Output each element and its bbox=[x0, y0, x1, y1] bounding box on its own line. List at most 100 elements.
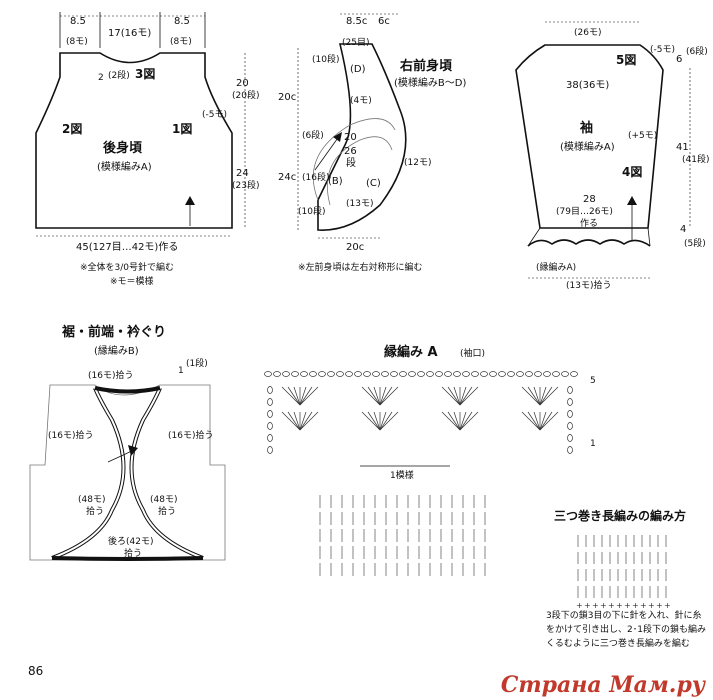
arrow-head bbox=[185, 196, 195, 205]
front-rows10a: (10段) bbox=[312, 53, 339, 65]
sc-stitch: + bbox=[608, 601, 615, 610]
chain-stitch bbox=[372, 371, 380, 377]
fan-stitch bbox=[459, 411, 479, 431]
back-neck-rows: (2段) bbox=[108, 69, 130, 81]
edging-repeat: 1模様 bbox=[390, 469, 414, 481]
front-pattern-band bbox=[326, 136, 393, 206]
chain-stitch bbox=[480, 371, 488, 377]
sleeve-r41: 41 bbox=[676, 142, 689, 153]
back-width: 45(127目…42モ)作る bbox=[76, 241, 178, 253]
chain-stitch bbox=[567, 422, 573, 430]
back-top-right-sts: (8モ) bbox=[170, 37, 192, 47]
sleeve-w38: 38(36モ) bbox=[566, 80, 609, 91]
triple-treble-panel: 三つ巻き長編みの編み方 ++++++++++++ 3段下の鎖3目の下に針を入れ、… bbox=[546, 508, 706, 649]
front-h20: 20c bbox=[278, 92, 296, 103]
chain-stitch bbox=[507, 371, 515, 377]
sc-stitch: + bbox=[592, 601, 599, 610]
front-note: ※左前身頃は左右対称形に編む bbox=[298, 261, 423, 273]
edging-row1: 1 bbox=[590, 439, 596, 449]
sleeve-title: 袖 bbox=[580, 120, 593, 136]
back-armhole-dec: (-5モ) bbox=[202, 110, 227, 120]
chain-stitch bbox=[567, 386, 573, 394]
chain-stitch bbox=[567, 434, 573, 442]
front-d: (D) bbox=[350, 64, 366, 75]
triple-desc1: 3段下の鎖3目の下に針を入れ、針に糸 bbox=[546, 609, 702, 621]
fan-stitch bbox=[459, 386, 479, 406]
fan-stitch bbox=[379, 386, 387, 406]
back-body-rows: (23段) bbox=[232, 179, 259, 191]
front-b: (B) bbox=[328, 176, 343, 187]
fan-stitch bbox=[293, 386, 301, 406]
fan-stitch bbox=[373, 386, 381, 406]
fan-stitch bbox=[293, 411, 301, 431]
fan-stitch bbox=[533, 411, 541, 431]
back-armhole-h: 20 bbox=[236, 78, 249, 89]
chain-stitch bbox=[390, 371, 398, 377]
front-title: 右前身頃 bbox=[399, 58, 453, 74]
sleeve-pattern: (模様編みA) bbox=[560, 140, 615, 153]
front-h24: 24c bbox=[278, 172, 296, 183]
chain-stitch bbox=[498, 371, 506, 377]
fan-stitch bbox=[447, 411, 461, 431]
back-fig1: 1図 bbox=[172, 122, 192, 136]
border-left-front-inner bbox=[51, 387, 125, 559]
sleeve-cast-sts: (79目…26モ) bbox=[556, 206, 613, 217]
sleeve-cast: 28 bbox=[583, 194, 596, 205]
sleeve-r4: 4 bbox=[680, 224, 686, 235]
chain-stitch bbox=[525, 371, 533, 377]
chain-stitch bbox=[381, 371, 389, 377]
fan-stitch bbox=[287, 386, 301, 406]
front-v20: 20 bbox=[344, 132, 357, 143]
border-left48-word: 拾う bbox=[86, 505, 104, 517]
border-right-front bbox=[129, 387, 204, 560]
front-v26: 26 bbox=[344, 146, 357, 157]
page-number: 86 bbox=[28, 664, 44, 678]
chain-stitch bbox=[267, 434, 273, 442]
back-title: 後身頃 bbox=[103, 140, 143, 156]
fan-stitch bbox=[281, 386, 301, 406]
sc-stitch: + bbox=[632, 601, 639, 610]
chain-stitch bbox=[345, 371, 353, 377]
front-rows10b: (10段) bbox=[298, 205, 325, 217]
front-st13: (13モ) bbox=[346, 199, 373, 209]
fan-stitch bbox=[453, 411, 461, 431]
front-top-b: 6c bbox=[378, 16, 390, 27]
fan-stitch bbox=[441, 386, 461, 406]
chain-stitch bbox=[567, 398, 573, 406]
border-row1: 1 bbox=[178, 366, 184, 376]
sleeve-fig4: 4図 bbox=[622, 165, 642, 179]
chain-stitch bbox=[300, 371, 308, 377]
border-pattern: (縁編みB) bbox=[94, 344, 139, 357]
arrow-head bbox=[627, 196, 637, 205]
back-top-right: 8.5 bbox=[174, 16, 190, 27]
fan-stitch bbox=[539, 386, 547, 406]
chain-stitch bbox=[435, 371, 443, 377]
border-direction-arrow bbox=[107, 449, 135, 463]
fan-stitch bbox=[533, 386, 541, 406]
sc-stitch: + bbox=[600, 601, 607, 610]
triple-title: 三つ巻き長編みの編み方 bbox=[554, 508, 686, 523]
triple-desc2: をかけて引き出し、2･1段下の鎖も編み bbox=[546, 623, 706, 635]
edging-stitch-grid bbox=[264, 371, 578, 576]
sleeve-r6: 6 bbox=[676, 54, 682, 65]
sc-stitch: + bbox=[576, 601, 583, 610]
fan-stitch bbox=[299, 411, 307, 431]
border-back42-word: 拾う bbox=[124, 547, 142, 559]
sc-stitch: + bbox=[624, 601, 631, 610]
border-top-pick: (16モ)拾う bbox=[88, 369, 133, 381]
chain-stitch bbox=[267, 422, 273, 430]
arrow-head bbox=[128, 445, 138, 456]
chain-stitch bbox=[264, 371, 272, 377]
fan-stitch bbox=[287, 411, 301, 431]
fan-stitch bbox=[539, 411, 553, 431]
border-title: 裾・前端・衿ぐり bbox=[62, 324, 166, 340]
sleeve-panel: (26モ) 5図 (-5モ) 6 (6段) 38(36モ) 袖 (模様編みA) … bbox=[515, 21, 709, 291]
fan-stitch bbox=[299, 386, 307, 406]
border-left48: (48モ) bbox=[78, 495, 105, 505]
watermark-logo: Страна Мам.ру bbox=[500, 672, 705, 698]
sleeve-r6rows: (6段) bbox=[686, 45, 708, 57]
sleeve-fig5: 5図 bbox=[616, 53, 636, 67]
sc-stitch: + bbox=[584, 601, 591, 610]
fan-stitch bbox=[441, 411, 461, 431]
fan-stitch bbox=[459, 411, 467, 431]
